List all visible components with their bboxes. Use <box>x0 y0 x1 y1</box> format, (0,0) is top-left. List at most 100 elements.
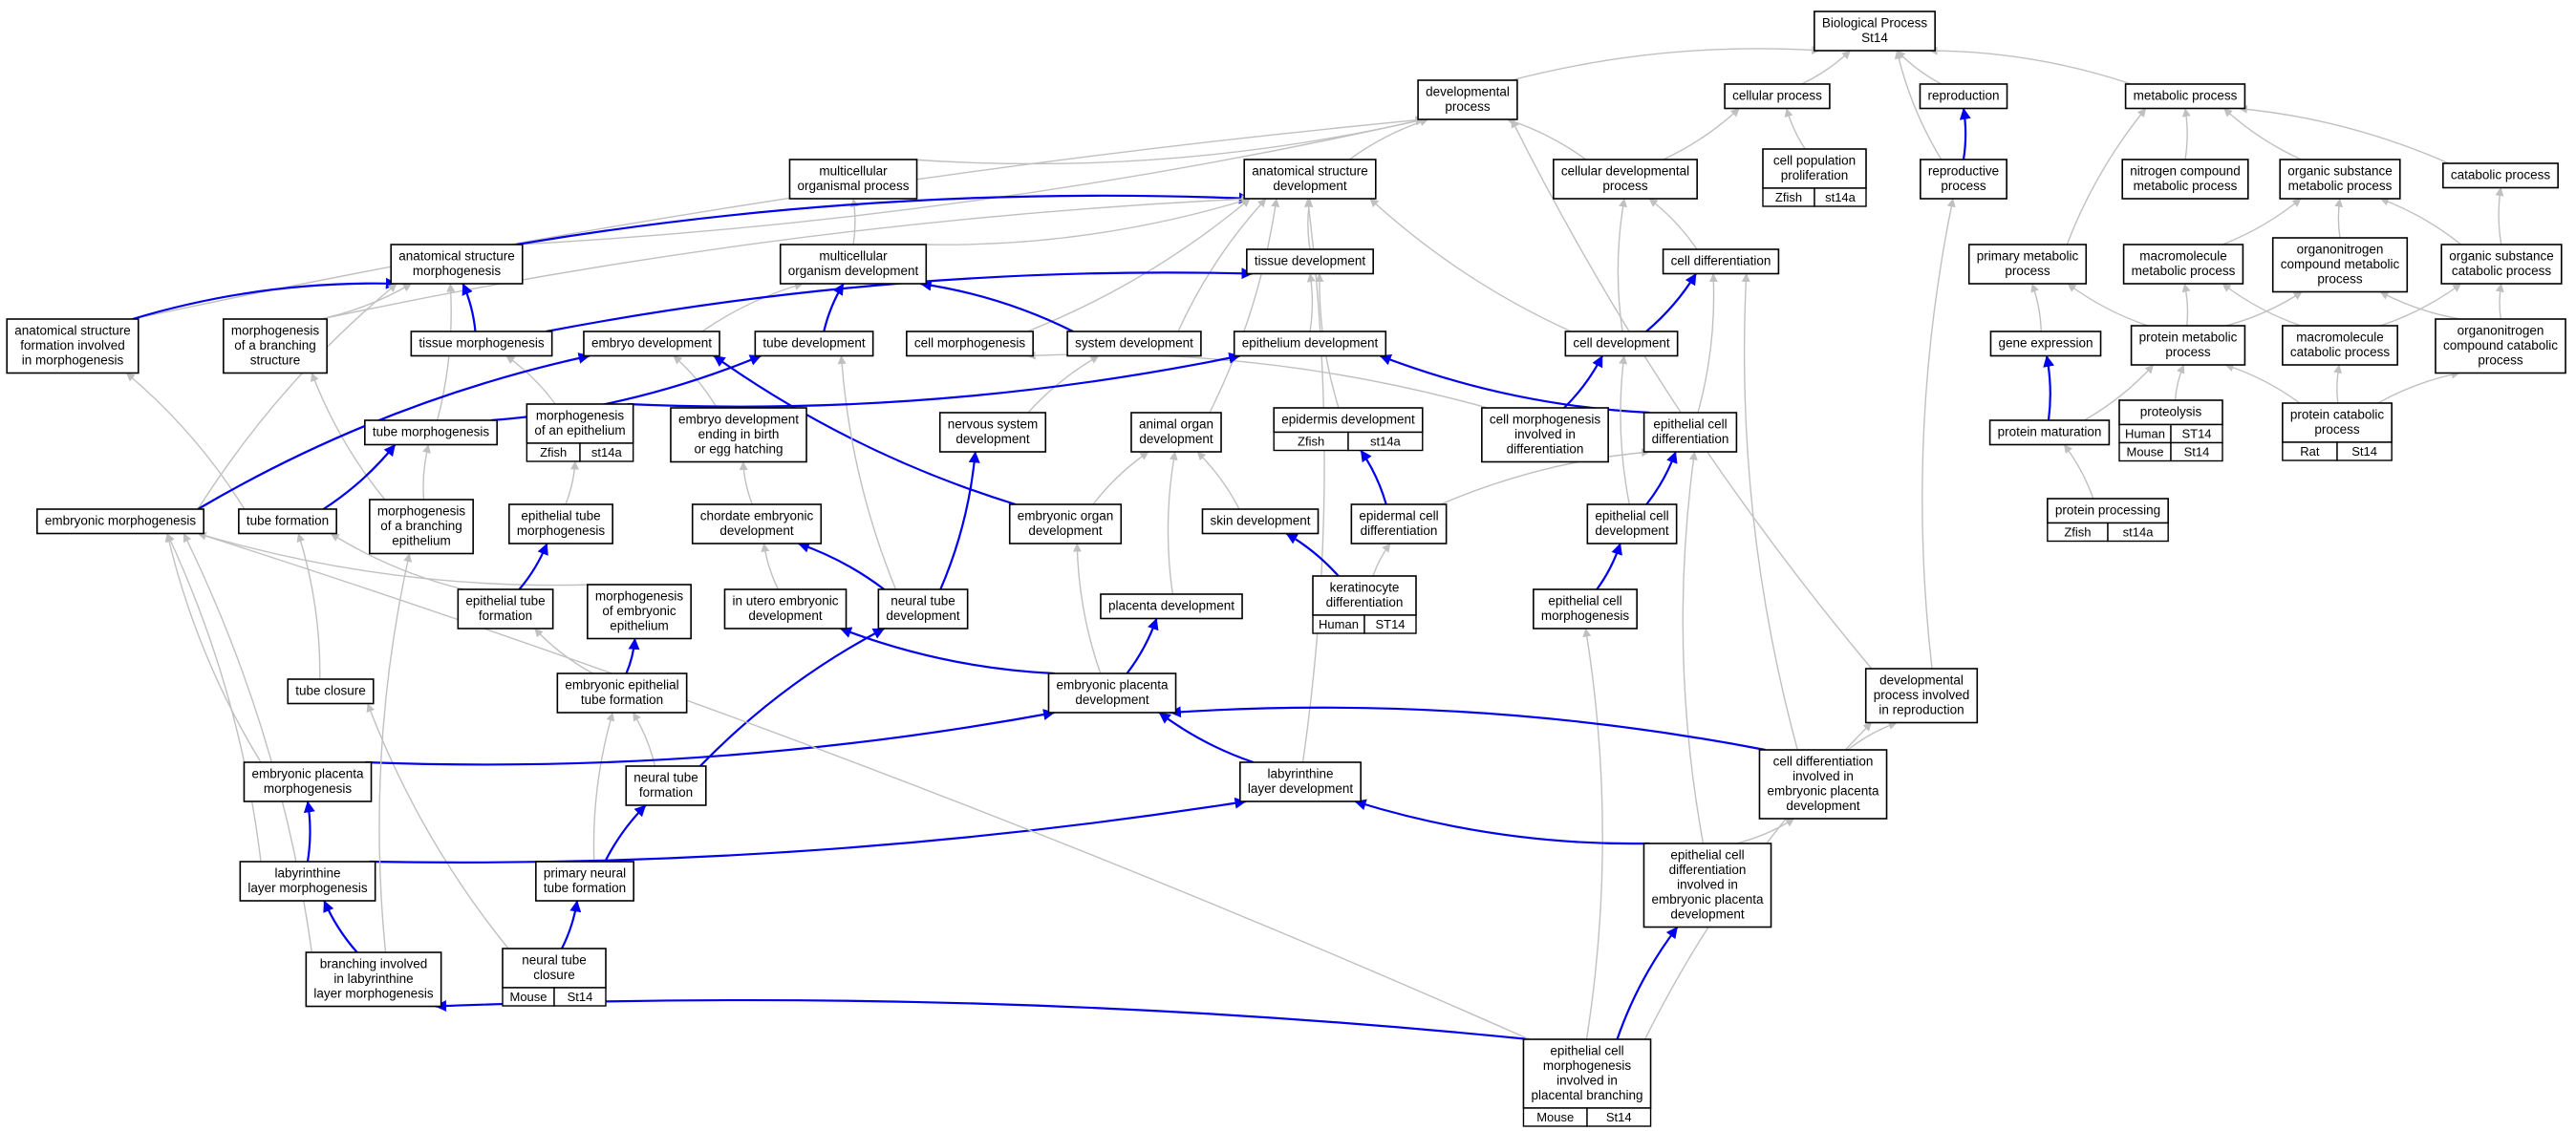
go-term-node-epidev[interactable]: epithelium development <box>1233 331 1387 357</box>
node-box <box>1989 331 2102 357</box>
node-box <box>1642 843 1772 928</box>
node-label-line: layer development <box>1248 781 1354 796</box>
go-term-node-sysdev[interactable]: system development <box>1066 331 1202 357</box>
go-term-node-tissmorph[interactable]: tissue morphogenesis <box>410 331 553 357</box>
go-term-node-tubedev[interactable]: tube development <box>754 331 874 357</box>
go-term-node-metab[interactable]: metabolic process <box>2124 83 2246 110</box>
node-label-line: of embryonic <box>602 604 676 618</box>
node-label-line: epithelium development <box>1242 336 1379 351</box>
node-label-line: epithelial cell <box>1595 509 1668 523</box>
go-term-node-skindev[interactable]: skin development <box>1201 508 1320 535</box>
annotation-cell: st14a <box>2107 522 2169 543</box>
node-label-line: process <box>1602 179 1648 193</box>
node-label-line: development <box>1075 693 1149 707</box>
go-term-node-cellproc[interactable]: cellular process <box>1724 83 1831 110</box>
node-box <box>1417 79 1518 120</box>
go-term-node-placdev[interactable]: placenta development <box>1100 593 1243 620</box>
go-term-node-protmat[interactable]: protein maturation <box>1988 419 2111 446</box>
node-label-line: compound metabolic <box>2281 257 2400 271</box>
go-term-node-catab[interactable]: catabolic process <box>2442 162 2559 189</box>
node-label-line: catabolic process <box>2452 264 2552 278</box>
blue-edge-embmorph-to-embdev <box>197 352 590 510</box>
go-term-node-repro[interactable]: reproduction <box>1919 83 2008 110</box>
node-label-line: process <box>2005 264 2050 278</box>
node-label-line: in morphogenesis <box>22 353 124 368</box>
gray-edge-epd-to-eod <box>1072 543 1102 674</box>
gray-edge-cellproc-to-bp <box>1801 50 1851 85</box>
node-label-line: organic substance <box>2287 164 2393 179</box>
go-term-node-celldev[interactable]: cell development <box>1564 331 1679 357</box>
annotation-cell: Human <box>1312 614 1365 634</box>
gray-edge-ntc-to-tubeclos <box>366 703 509 950</box>
go-term-node-tubeclos[interactable]: tube closure <box>287 678 375 705</box>
node-label-line: metabolic process <box>2132 264 2236 278</box>
gray-edge-dpir-to-dev <box>1511 118 1873 670</box>
go-term-node-cellmorph[interactable]: cell morphogenesis <box>906 331 1034 357</box>
go-term-node-tubeform[interactable]: tube formation <box>238 508 337 535</box>
go-term-node-tissdev[interactable]: tissue development <box>1246 248 1374 275</box>
node-label-line: nervous system <box>948 417 1039 432</box>
go-term-node-embdev[interactable]: embryo development <box>583 331 720 357</box>
node-box <box>287 678 375 705</box>
go-term-node-celldiff[interactable]: cell differentiation <box>1662 248 1780 275</box>
go-term-node-tubemorph[interactable]: tube morphogenesis <box>364 419 498 446</box>
go-term-node-embmorph[interactable]: embryonic morphogenesis <box>36 508 204 535</box>
go-term-node-geneexp[interactable]: gene expression <box>1989 331 2102 357</box>
